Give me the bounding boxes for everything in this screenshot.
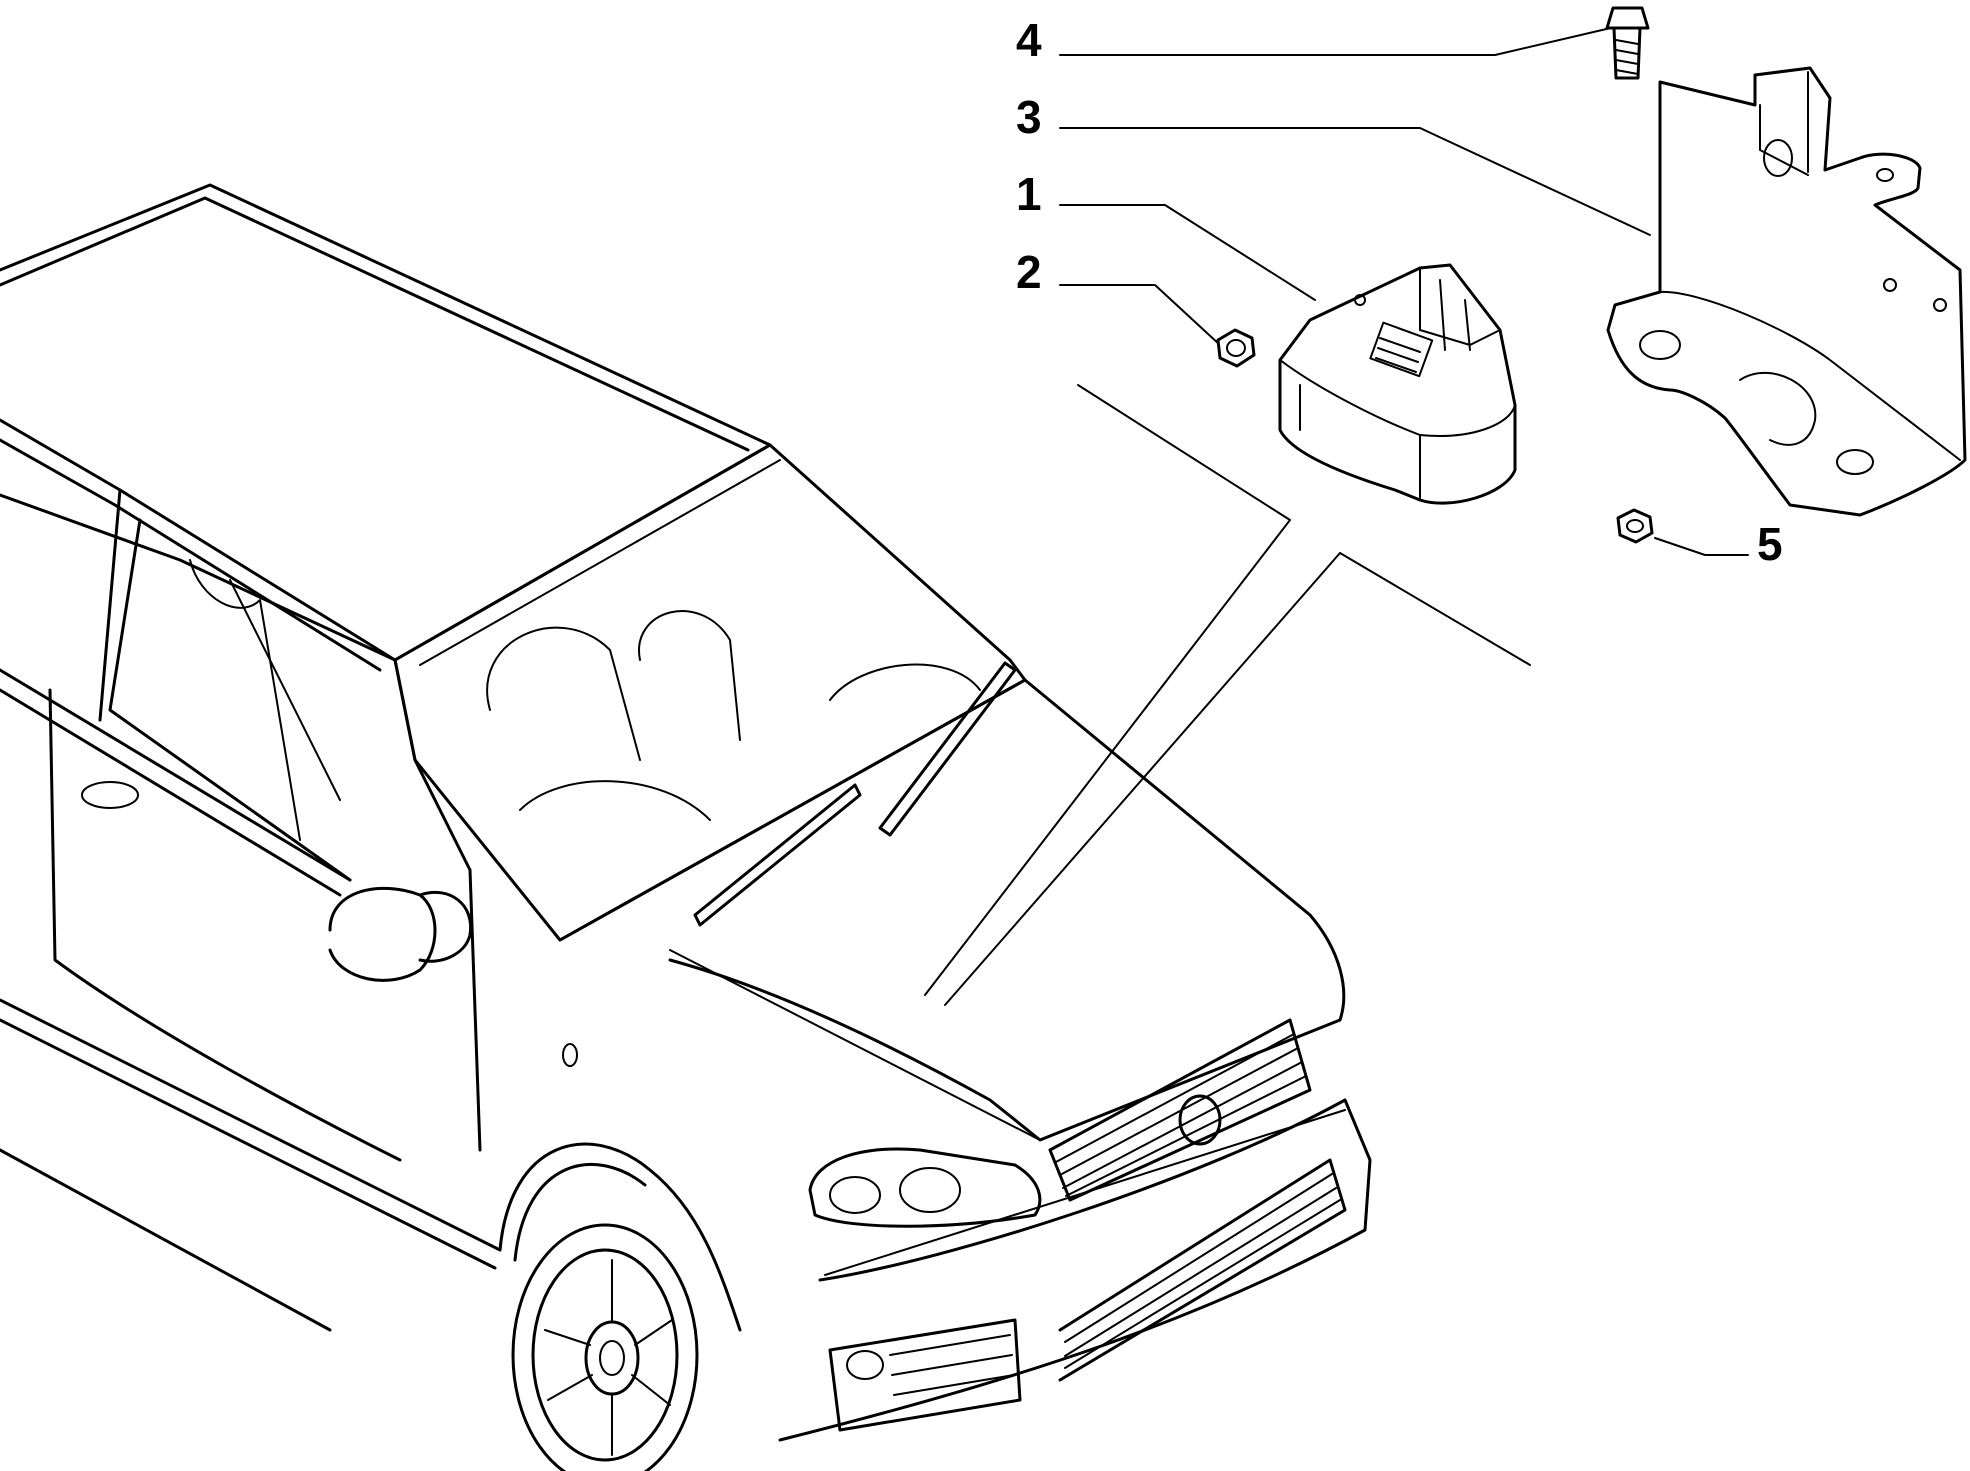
nut-small-part <box>1616 508 1654 544</box>
nut-part <box>1216 328 1256 368</box>
control-unit-part <box>1278 263 1517 505</box>
callout-2: 2 <box>1016 246 1042 298</box>
car-illustration <box>0 183 1372 1471</box>
callout-4: 4 <box>1016 14 1042 66</box>
bracket-part <box>1606 66 1967 517</box>
callout-1: 1 <box>1016 168 1042 220</box>
callout-3: 3 <box>1016 91 1042 143</box>
leader-lines <box>924 26 1749 1006</box>
bolt-part <box>1605 6 1650 80</box>
callout-5: 5 <box>1757 518 1783 570</box>
